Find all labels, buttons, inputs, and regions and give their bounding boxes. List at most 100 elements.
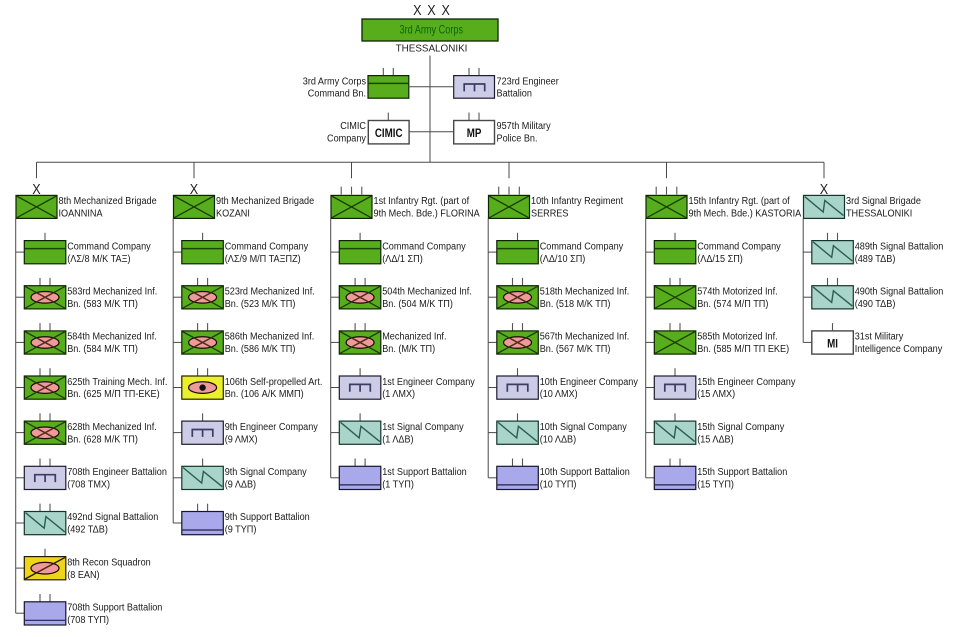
svg-text:9th Mechanized Brigade: 9th Mechanized Brigade bbox=[216, 196, 314, 207]
svg-text:(15 ΛΔΒ): (15 ΛΔΒ) bbox=[697, 434, 733, 445]
svg-text:X: X bbox=[820, 180, 828, 197]
svg-text:8th Recon Squadron: 8th Recon Squadron bbox=[67, 557, 151, 568]
svg-text:708th Support Battalion: 708th Support Battalion bbox=[67, 602, 162, 613]
svg-text:(1 ΤΥΠ): (1 ΤΥΠ) bbox=[382, 479, 414, 490]
svg-text:1st Engineer Company: 1st Engineer Company bbox=[382, 377, 475, 388]
svg-text:625th Training Mech. Inf.: 625th Training Mech. Inf. bbox=[67, 377, 167, 388]
svg-text:(10 ΤΥΠ): (10 ΤΥΠ) bbox=[540, 479, 577, 490]
svg-text:Bn. (584 Μ/Κ ΤΠ): Bn. (584 Μ/Κ ΤΠ) bbox=[67, 344, 138, 355]
svg-text:Bn. (583 Μ/Κ ΤΠ): Bn. (583 Μ/Κ ΤΠ) bbox=[67, 299, 138, 310]
svg-text:X: X bbox=[190, 180, 198, 197]
svg-text:490th Signal Battalion: 490th Signal Battalion bbox=[855, 286, 944, 297]
svg-text:9th Support Battalion: 9th Support Battalion bbox=[225, 512, 310, 523]
svg-text:1st Infantry Rgt. (part of: 1st Infantry Rgt. (part of bbox=[374, 196, 470, 207]
svg-text:9th Engineer Company: 9th Engineer Company bbox=[225, 422, 318, 433]
svg-text:Bn. (523 Μ/Κ ΤΠ): Bn. (523 Μ/Κ ΤΠ) bbox=[225, 299, 296, 310]
svg-text:Company: Company bbox=[327, 133, 366, 144]
svg-text:(1 ΛΜΧ): (1 ΛΜΧ) bbox=[382, 389, 415, 400]
svg-text:MP: MP bbox=[467, 127, 482, 140]
svg-text:Command Company: Command Company bbox=[382, 241, 466, 252]
svg-text:Command Company: Command Company bbox=[697, 241, 781, 252]
svg-text:15th Infantry Rgt. (part of: 15th Infantry Rgt. (part of bbox=[689, 196, 791, 207]
svg-text:IOANNINA: IOANNINA bbox=[59, 208, 104, 219]
svg-text:10th Engineer Company: 10th Engineer Company bbox=[540, 377, 638, 388]
svg-text:Bn. (567 Μ/Κ ΤΠ): Bn. (567 Μ/Κ ΤΠ) bbox=[540, 344, 611, 355]
svg-text:(8 ΕΑΝ): (8 ΕΑΝ) bbox=[67, 570, 99, 581]
svg-text:574th Motorized Inf.: 574th Motorized Inf. bbox=[697, 286, 777, 297]
svg-text:628th Mechanized Inf.: 628th Mechanized Inf. bbox=[67, 422, 157, 433]
svg-text:X: X bbox=[32, 180, 40, 197]
svg-text:Command Company: Command Company bbox=[67, 241, 151, 252]
svg-text:(1 ΛΔΒ): (1 ΛΔΒ) bbox=[382, 434, 413, 445]
svg-text:(9 ΛΜΧ): (9 ΛΜΧ) bbox=[225, 434, 258, 445]
svg-text:(ΛΔ/1 ΣΠ): (ΛΔ/1 ΣΠ) bbox=[382, 254, 423, 265]
svg-text:(489 ΤΔΒ): (489 ΤΔΒ) bbox=[855, 254, 896, 265]
svg-text:Bn. (585 Μ/Π ΤΠ ΕΚΕ): Bn. (585 Μ/Π ΤΠ ΕΚΕ) bbox=[697, 344, 789, 355]
svg-text:3rd Signal Brigade: 3rd Signal Brigade bbox=[846, 196, 921, 207]
svg-text:3rd Army Corps: 3rd Army Corps bbox=[303, 76, 367, 87]
svg-text:Police Bn.: Police Bn. bbox=[497, 133, 538, 144]
svg-text:9th Signal Company: 9th Signal Company bbox=[225, 467, 307, 478]
svg-text:Battalion: Battalion bbox=[497, 88, 532, 99]
svg-text:Bn. (518 Μ/Κ ΤΠ): Bn. (518 Μ/Κ ΤΠ) bbox=[540, 299, 611, 310]
svg-text:(9 ΤΥΠ): (9 ΤΥΠ) bbox=[225, 524, 257, 535]
svg-text:Bn. (574 Μ/Π ΤΠ): Bn. (574 Μ/Π ΤΠ) bbox=[697, 299, 768, 310]
svg-text:(ΛΔ/10 ΣΠ): (ΛΔ/10 ΣΠ) bbox=[540, 254, 586, 265]
svg-text:584th Mechanized Inf.: 584th Mechanized Inf. bbox=[67, 331, 157, 342]
svg-text:504th Mechanized Inf.: 504th Mechanized Inf. bbox=[382, 286, 472, 297]
svg-text:SERRES: SERRES bbox=[531, 208, 568, 219]
svg-text:MI: MI bbox=[827, 338, 838, 351]
svg-text:586th Mechanized Inf.: 586th Mechanized Inf. bbox=[225, 331, 315, 342]
svg-text:XXX: XXX bbox=[413, 1, 450, 18]
svg-text:(15 ΛΜΧ): (15 ΛΜΧ) bbox=[697, 389, 735, 400]
svg-text:(9 ΛΔΒ): (9 ΛΔΒ) bbox=[225, 479, 256, 490]
svg-text:15th Support Battalion: 15th Support Battalion bbox=[697, 467, 787, 478]
svg-text:Command Company: Command Company bbox=[225, 241, 309, 252]
svg-text:9th Mech. Bde.) FLORINA: 9th Mech. Bde.) FLORINA bbox=[374, 208, 481, 219]
svg-text:(10 ΛΜΧ): (10 ΛΜΧ) bbox=[540, 389, 578, 400]
svg-text:Intelligence Company: Intelligence Company bbox=[855, 344, 943, 355]
svg-text:15th Engineer Company: 15th Engineer Company bbox=[697, 377, 795, 388]
svg-text:(ΛΣ/9 Μ/Π ΤΑΞΠΖ): (ΛΣ/9 Μ/Π ΤΑΞΠΖ) bbox=[225, 254, 301, 265]
svg-text:(492 ΤΔΒ): (492 ΤΔΒ) bbox=[67, 524, 108, 535]
svg-text:(ΛΣ/8 Μ/Κ ΤΑΞ): (ΛΣ/8 Μ/Κ ΤΑΞ) bbox=[67, 254, 130, 265]
svg-text:1st Signal Company: 1st Signal Company bbox=[382, 422, 464, 433]
svg-text:723rd Engineer: 723rd Engineer bbox=[497, 76, 559, 87]
svg-text:9th Mech. Bde.) KASTORIA: 9th Mech. Bde.) KASTORIA bbox=[689, 208, 802, 219]
svg-text:3rd Army Corps: 3rd Army Corps bbox=[400, 25, 464, 37]
svg-text:(10 ΛΔΒ): (10 ΛΔΒ) bbox=[540, 434, 576, 445]
svg-text:518th Mechanized Inf.: 518th Mechanized Inf. bbox=[540, 286, 630, 297]
svg-text:585th Motorized Inf.: 585th Motorized Inf. bbox=[697, 331, 777, 342]
svg-text:10th Support Battalion: 10th Support Battalion bbox=[540, 467, 630, 478]
svg-text:Command Company: Command Company bbox=[540, 241, 624, 252]
svg-text:489th Signal Battalion: 489th Signal Battalion bbox=[855, 241, 944, 252]
svg-text:8th Mechanized Brigade: 8th Mechanized Brigade bbox=[59, 196, 157, 207]
svg-text:Bn. (586 Μ/Κ ΤΠ): Bn. (586 Μ/Κ ΤΠ) bbox=[225, 344, 296, 355]
svg-text:Bn. (106 Α/Κ ΜΜΠ): Bn. (106 Α/Κ ΜΜΠ) bbox=[225, 389, 304, 400]
svg-text:492nd Signal Battalion: 492nd Signal Battalion bbox=[67, 512, 158, 523]
svg-text:567th Mechanized Inf.: 567th Mechanized Inf. bbox=[540, 331, 630, 342]
svg-text:Bn. (628 Μ/Κ ΤΠ): Bn. (628 Μ/Κ ΤΠ) bbox=[67, 434, 138, 445]
svg-text:583rd Mechanized Inf.: 583rd Mechanized Inf. bbox=[67, 286, 157, 297]
svg-text:Mechanized Inf.: Mechanized Inf. bbox=[382, 331, 446, 342]
svg-text:957th Military: 957th Military bbox=[497, 121, 551, 132]
svg-text:15th Signal Company: 15th Signal Company bbox=[697, 422, 784, 433]
svg-text:(708 ΤΥΠ): (708 ΤΥΠ) bbox=[67, 615, 109, 626]
svg-text:CIMIC: CIMIC bbox=[375, 127, 403, 140]
svg-text:(15 ΤΥΠ): (15 ΤΥΠ) bbox=[697, 479, 734, 490]
svg-text:708th Engineer Battalion: 708th Engineer Battalion bbox=[67, 467, 167, 478]
svg-text:1st Support Battalion: 1st Support Battalion bbox=[382, 467, 467, 478]
svg-text:10th Signal Company: 10th Signal Company bbox=[540, 422, 627, 433]
svg-text:THESSALONIKI: THESSALONIKI bbox=[846, 208, 912, 219]
svg-text:Bn. (625 Μ/Π ΤΠ-ΕΚΕ): Bn. (625 Μ/Π ΤΠ-ΕΚΕ) bbox=[67, 389, 159, 400]
svg-text:Command Bn.: Command Bn. bbox=[308, 88, 366, 99]
svg-text:(490 ΤΔΒ): (490 ΤΔΒ) bbox=[855, 299, 896, 310]
svg-text:10th Infantry Regiment: 10th Infantry Regiment bbox=[531, 196, 623, 207]
svg-text:(ΛΔ/15 ΣΠ): (ΛΔ/15 ΣΠ) bbox=[697, 254, 743, 265]
svg-text:KOZANI: KOZANI bbox=[216, 208, 250, 219]
svg-text:106th Self-propelled Art.: 106th Self-propelled Art. bbox=[225, 377, 323, 388]
svg-text:THESSALONIKI: THESSALONIKI bbox=[396, 43, 468, 54]
svg-text:Bn. (Μ/Κ ΤΠ): Bn. (Μ/Κ ΤΠ) bbox=[382, 344, 435, 355]
svg-text:Bn. (504 Μ/Κ ΤΠ): Bn. (504 Μ/Κ ΤΠ) bbox=[382, 299, 453, 310]
svg-text:523rd Mechanized Inf.: 523rd Mechanized Inf. bbox=[225, 286, 315, 297]
